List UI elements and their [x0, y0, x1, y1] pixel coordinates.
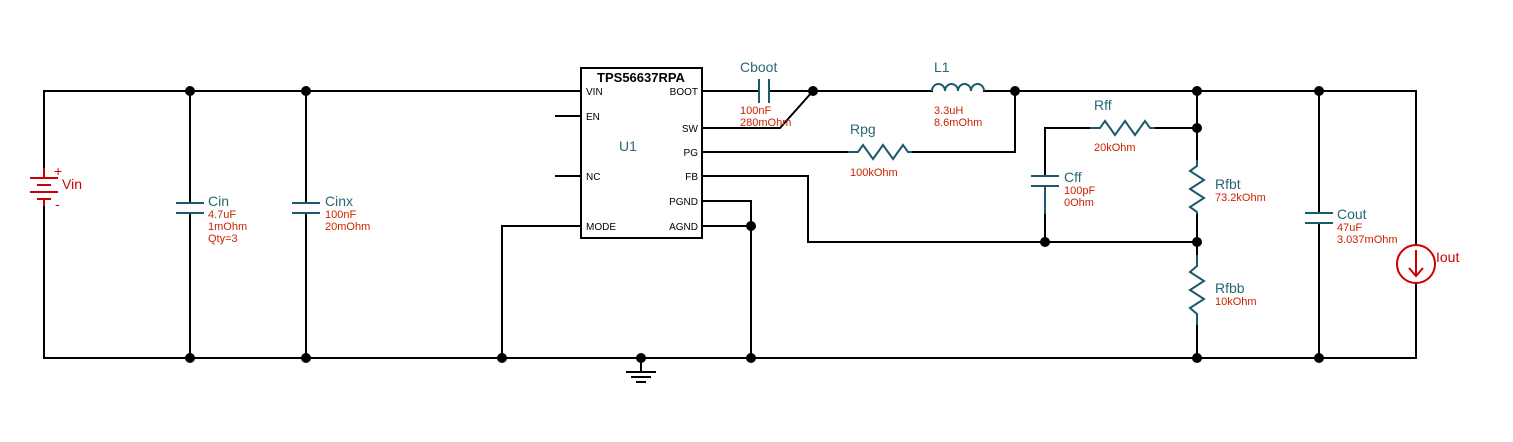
- cboot-value: 100nF: [740, 105, 771, 117]
- ic-refdes: U1: [619, 138, 637, 154]
- resistor-icon: [1090, 119, 1155, 137]
- junction-dot: [301, 86, 311, 96]
- junction-dot: [1314, 353, 1324, 363]
- battery-icon: [30, 168, 58, 206]
- current-source-icon: [1396, 244, 1436, 284]
- cout-label: Cout: [1337, 206, 1367, 222]
- junction-dot: [497, 353, 507, 363]
- junction-dot: [1192, 86, 1202, 96]
- cinx-capacitor[interactable]: Cinx 100nF 20mOhm: [292, 193, 370, 233]
- junction-dot: [746, 353, 756, 363]
- ic-body: [580, 67, 703, 239]
- rff-label: Rff: [1094, 97, 1112, 113]
- cin-label: Cin: [208, 193, 229, 209]
- cff-capacitor[interactable]: Cff 100pF 0Ohm: [1031, 169, 1095, 214]
- junction-dot: [1010, 86, 1020, 96]
- pgnd-to-ground: [701, 200, 752, 359]
- vin-source[interactable]: + Vin -: [30, 163, 82, 212]
- junction-dot: [1192, 237, 1202, 247]
- pin-label: FB: [685, 172, 698, 183]
- junction-dot: [1040, 237, 1050, 247]
- cff-value: 0Ohm: [1064, 197, 1094, 209]
- ic-u1[interactable]: TPS56637RPA U1 VIN EN NC MODE BOOT SW PG…: [580, 67, 703, 239]
- l1-value: 3.3uH: [934, 105, 963, 117]
- sw-wire: [701, 89, 815, 129]
- cinx-value: 20mOhm: [325, 221, 370, 233]
- cout-value: 3.037mOhm: [1337, 234, 1398, 246]
- vin-minus: -: [55, 196, 60, 212]
- cboot-value: 280mOhm: [740, 117, 791, 129]
- junction-dot: [1314, 86, 1324, 96]
- pin-label: NC: [586, 172, 600, 183]
- pin-label: MODE: [586, 222, 616, 233]
- pin-label: VIN: [586, 87, 603, 98]
- rff-resistor[interactable]: Rff 20kOhm: [1090, 97, 1155, 154]
- pin-label: BOOT: [670, 87, 698, 98]
- capacitor-icon: [292, 202, 320, 214]
- iout-source[interactable]: Iout: [1396, 244, 1459, 284]
- mode-to-ground: [501, 225, 582, 359]
- resistor-icon: [1188, 255, 1206, 325]
- rfbt-label: Rfbt: [1215, 176, 1241, 192]
- rfbb-label: Rfbb: [1215, 280, 1245, 296]
- junctions: [185, 86, 1324, 363]
- pin-label: PG: [684, 148, 699, 159]
- l1-label: L1: [934, 59, 950, 75]
- rfbb-value: 10kOhm: [1215, 296, 1257, 308]
- resistor-icon: [1188, 160, 1206, 214]
- cff-wire-top: [1044, 127, 1091, 177]
- rff-value: 20kOhm: [1094, 142, 1136, 154]
- rfbt-resistor[interactable]: Rfbt 73.2kOhm: [1188, 160, 1266, 214]
- junction-dot: [636, 353, 646, 363]
- l1-value: 8.6mOhm: [934, 117, 982, 129]
- fb-wire: [701, 175, 1198, 243]
- cff-label: Cff: [1064, 169, 1082, 185]
- cout-value: 47uF: [1337, 222, 1362, 234]
- capacitor-icon: [1031, 175, 1059, 214]
- cin-value: Qty=3: [208, 233, 238, 245]
- vin-label: Vin: [62, 176, 82, 192]
- ground-icon: [626, 371, 656, 383]
- capacitor-icon: [176, 202, 204, 214]
- junction-dot: [1192, 123, 1202, 133]
- junction-dot: [185, 353, 195, 363]
- cin-value: 4.7uF: [208, 209, 236, 221]
- vin-plus: +: [54, 163, 62, 179]
- capacitor-icon: [1305, 212, 1333, 224]
- pin-label: PGND: [669, 197, 698, 208]
- pin-label: EN: [586, 112, 600, 123]
- cin-value: 1mOhm: [208, 221, 247, 233]
- cinx-value: 100nF: [325, 209, 356, 221]
- rpg-value: 100kOhm: [850, 167, 898, 179]
- pin-label: AGND: [669, 222, 698, 233]
- junction-dot: [808, 86, 818, 96]
- capacitor-icon: [758, 79, 770, 103]
- rpg-label: Rpg: [850, 121, 876, 137]
- cboot-capacitor[interactable]: Cboot 100nF 280mOhm: [740, 59, 791, 129]
- pin-label: SW: [682, 124, 699, 135]
- cff-value: 100pF: [1064, 185, 1095, 197]
- junction-dot: [301, 353, 311, 363]
- rfbb-resistor[interactable]: Rfbb 10kOhm: [1188, 255, 1257, 325]
- cout-capacitor[interactable]: Cout 47uF 3.037mOhm: [1305, 206, 1398, 246]
- inductor-icon: [931, 83, 985, 92]
- cinx-label: Cinx: [325, 193, 353, 209]
- resistor-icon: [848, 143, 912, 161]
- ic-part-number: TPS56637RPA: [597, 70, 686, 85]
- junction-dot: [185, 86, 195, 96]
- rfbt-value: 73.2kOhm: [1215, 192, 1266, 204]
- junction-dot: [746, 221, 756, 231]
- iout-label: Iout: [1436, 249, 1459, 265]
- junction-dot: [1192, 353, 1202, 363]
- l1-inductor[interactable]: L1 3.3uH 8.6mOhm: [931, 59, 985, 129]
- rpg-resistor[interactable]: Rpg 100kOhm: [848, 121, 912, 179]
- wires: [43, 89, 1417, 373]
- rpg-pullup-wire: [911, 90, 1016, 153]
- cboot-label: Cboot: [740, 59, 777, 75]
- cin-capacitor[interactable]: Cin 4.7uF 1mOhm Qty=3: [176, 193, 247, 245]
